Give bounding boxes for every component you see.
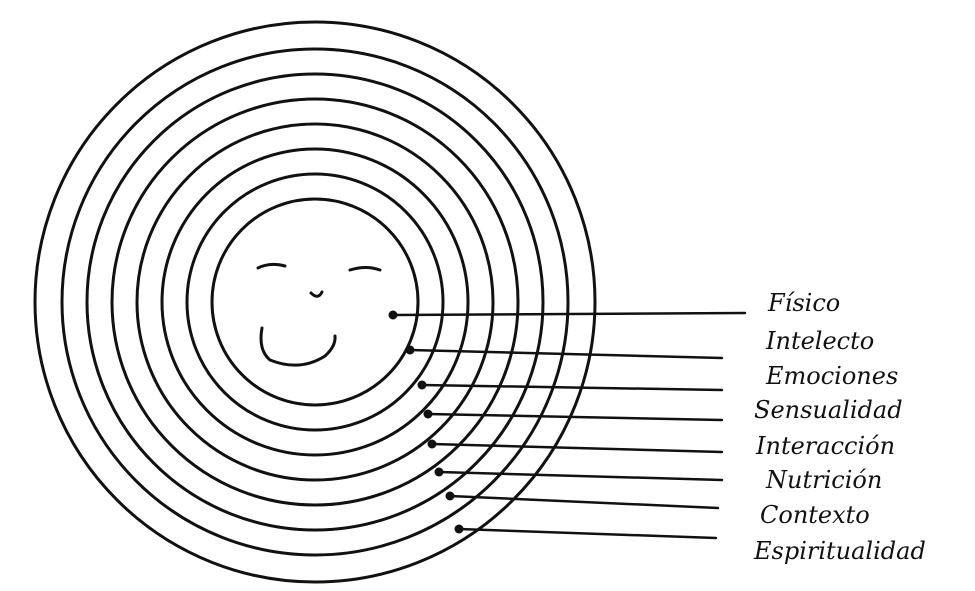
smiley-face — [258, 264, 380, 365]
leader-line-espiritualidad — [459, 529, 716, 538]
ring-labels: Físico Intelecto Emociones Sensualidad I… — [753, 289, 926, 565]
leader-line-interaccion — [432, 444, 722, 452]
leader-line-sensualidad — [428, 414, 722, 420]
leader-line-emociones — [422, 385, 722, 390]
label-nutricion: Nutrición — [765, 466, 882, 494]
ring-sensualidad — [137, 124, 493, 480]
right-eye — [350, 268, 380, 271]
leader-dot-sensualidad — [424, 410, 433, 419]
leader-dot-intelecto — [406, 346, 415, 355]
label-sensualidad: Sensualidad — [754, 396, 903, 424]
leader-dot-fisico — [389, 311, 398, 320]
leader-dot-espiritualidad — [455, 525, 464, 534]
mouth — [261, 328, 335, 365]
label-intelecto: Intelecto — [765, 327, 874, 355]
nose — [311, 292, 322, 296]
label-fisico: Físico — [767, 289, 840, 317]
leader-line-contexto — [450, 496, 718, 508]
left-eye — [258, 264, 285, 268]
ring-intelecto — [187, 174, 443, 430]
ring-nutricion — [87, 74, 543, 530]
leader-dot-contexto — [446, 492, 455, 501]
leader-dot-nutricion — [435, 468, 444, 477]
label-emociones: Emociones — [765, 362, 898, 390]
leader-dot-interaccion — [428, 440, 437, 449]
label-interaccion: Interacción — [755, 432, 895, 460]
label-espiritualidad: Espiritualidad — [753, 537, 926, 565]
leader-line-nutricion — [439, 472, 722, 480]
ring-fisico — [212, 199, 418, 405]
leader-dot-emociones — [418, 381, 427, 390]
label-contexto: Contexto — [760, 501, 870, 529]
ring-emociones — [162, 149, 468, 455]
leader-line-fisico — [393, 313, 745, 315]
